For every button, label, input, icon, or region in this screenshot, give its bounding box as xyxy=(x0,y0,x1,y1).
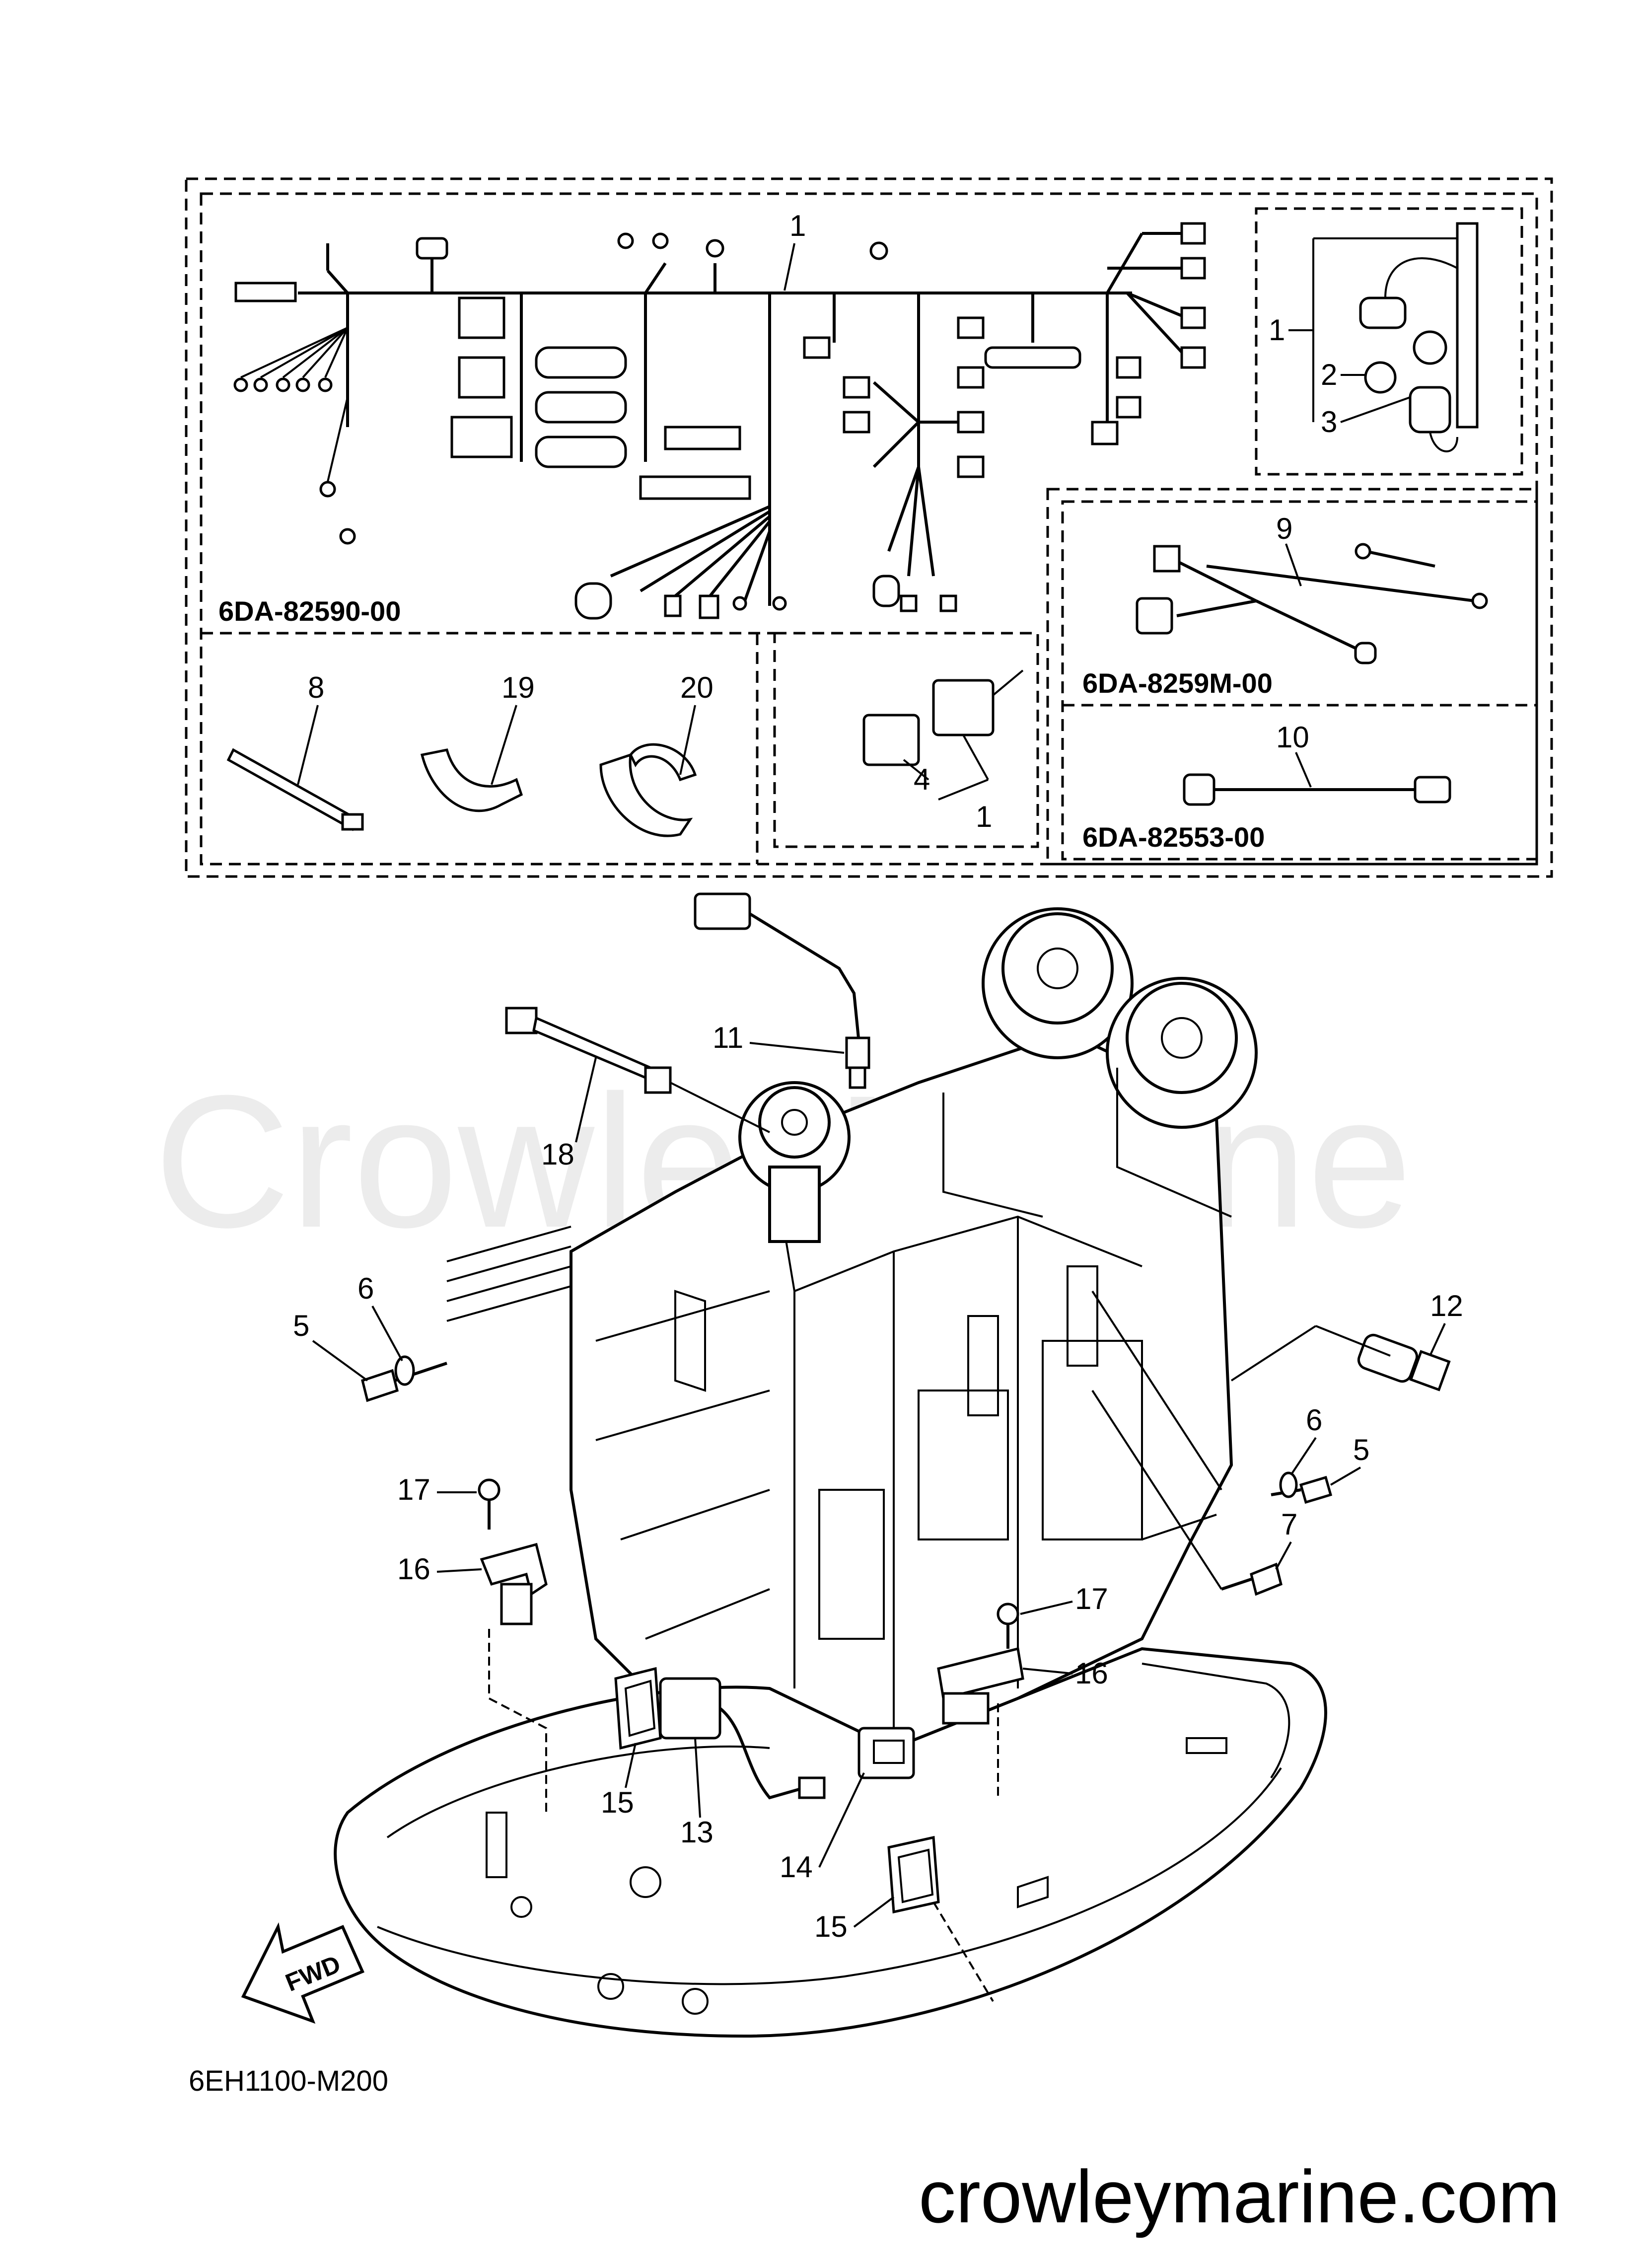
callout-16-left: 16 xyxy=(397,1552,430,1586)
callout-19: 19 xyxy=(501,671,535,704)
holder-20 xyxy=(599,743,697,837)
reference-code: 6EH1100-M200 xyxy=(189,2065,388,2097)
switch-14 xyxy=(857,1727,915,1779)
callout-17-right: 17 xyxy=(1075,1582,1108,1615)
callout-7: 7 xyxy=(1281,1508,1297,1541)
sensor-11 xyxy=(694,892,870,1089)
sensor-12 xyxy=(1357,1333,1451,1391)
callout-6-left: 6 xyxy=(357,1272,374,1305)
grommet-15-right xyxy=(887,1835,940,1914)
washer-6-left xyxy=(394,1355,415,1386)
callout-14: 14 xyxy=(780,1850,813,1884)
part-code-6DA-82553-00: 6DA-82553-00 xyxy=(1082,821,1265,853)
inset-parts-1-2-3 xyxy=(1312,222,1479,452)
grommet-15-left xyxy=(614,1667,662,1750)
callout-15-right: 15 xyxy=(814,1910,848,1943)
bracket-16-left xyxy=(480,1542,548,1625)
wire-harness-main xyxy=(233,222,1206,620)
callout-20: 20 xyxy=(680,671,714,704)
strap-8 xyxy=(226,748,364,831)
callout-15-left: 15 xyxy=(601,1786,634,1819)
callout-9: 9 xyxy=(1276,512,1292,545)
sensor-18 xyxy=(505,1007,770,1133)
bolt-7 xyxy=(1221,1562,1283,1596)
bolt-17-right xyxy=(997,1603,1019,1649)
callout-18: 18 xyxy=(541,1138,574,1171)
bolt-17-left xyxy=(478,1478,500,1530)
bracket-16-right xyxy=(937,1647,1024,1725)
callout-3: 3 xyxy=(1321,405,1337,439)
callout-17-left: 17 xyxy=(397,1473,430,1506)
kit-boxes xyxy=(185,177,1553,878)
washer-6-right xyxy=(1279,1471,1298,1498)
callout-13: 13 xyxy=(680,1816,714,1849)
callout-5-right: 5 xyxy=(1353,1433,1369,1466)
part-code-6DA-8259M-00: 6DA-8259M-00 xyxy=(1082,667,1273,699)
callout-10: 10 xyxy=(1276,721,1309,754)
site-url: crowleymarine.com xyxy=(919,2155,1560,2238)
sub-harness-9 xyxy=(1136,543,1488,664)
callout-12: 12 xyxy=(1430,1289,1463,1322)
couplers-4 xyxy=(862,669,1024,766)
callout-1-inset: 1 xyxy=(1269,313,1285,347)
callout-16-right: 16 xyxy=(1075,1657,1108,1690)
part-code-6DA-82590-00: 6DA-82590-00 xyxy=(218,595,401,627)
fwd-arrow-icon: FWD xyxy=(241,1922,364,2024)
holder-19 xyxy=(420,748,523,812)
lead-10 xyxy=(1183,773,1451,806)
callout-1-harness: 1 xyxy=(789,209,806,242)
module-13 xyxy=(659,1677,826,1800)
engine-block xyxy=(570,907,1258,1790)
callout-5-left: 5 xyxy=(293,1309,309,1342)
callout-11: 11 xyxy=(713,1021,743,1054)
callout-2: 2 xyxy=(1321,358,1337,391)
callout-1-coupler: 1 xyxy=(976,800,992,833)
callout-8: 8 xyxy=(308,671,324,704)
callout-6-right: 6 xyxy=(1306,1403,1322,1437)
